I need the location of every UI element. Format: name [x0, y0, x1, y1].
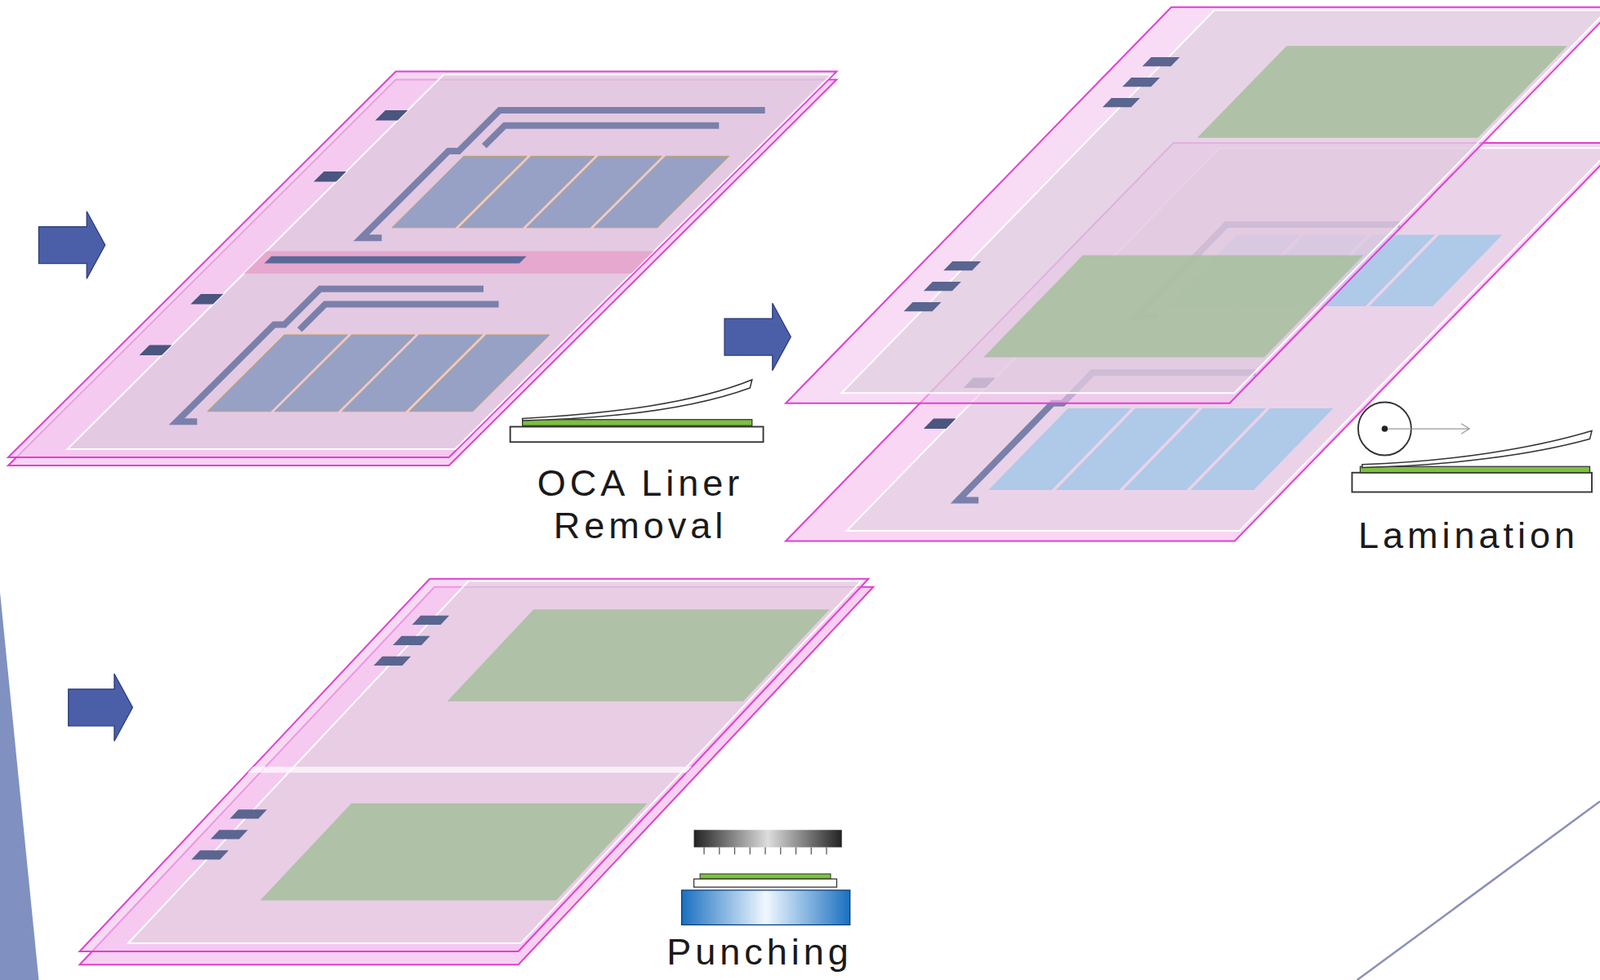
corner-line: [1357, 801, 1600, 980]
step-label-box: Lamination: [1345, 514, 1592, 558]
lamination-icon: [1351, 402, 1592, 493]
panel-sheet: [785, 7, 1600, 404]
step-label: Lamination: [1345, 514, 1592, 558]
step-label-box: OCA Liner Removal: [501, 462, 780, 548]
liner-removal-icon: [510, 379, 764, 442]
punching-icon: [681, 829, 851, 925]
step-label: OCA Liner Removal: [501, 462, 780, 548]
process-arrow: [38, 211, 105, 280]
panel-sheet: [8, 71, 837, 459]
side-wedge: [0, 592, 39, 980]
step-label: Punching: [645, 931, 874, 974]
panel-sheet: [79, 579, 869, 952]
process-arrow: [724, 303, 791, 371]
process-arrow: [68, 673, 134, 742]
step-label-box: Punching: [645, 931, 874, 974]
